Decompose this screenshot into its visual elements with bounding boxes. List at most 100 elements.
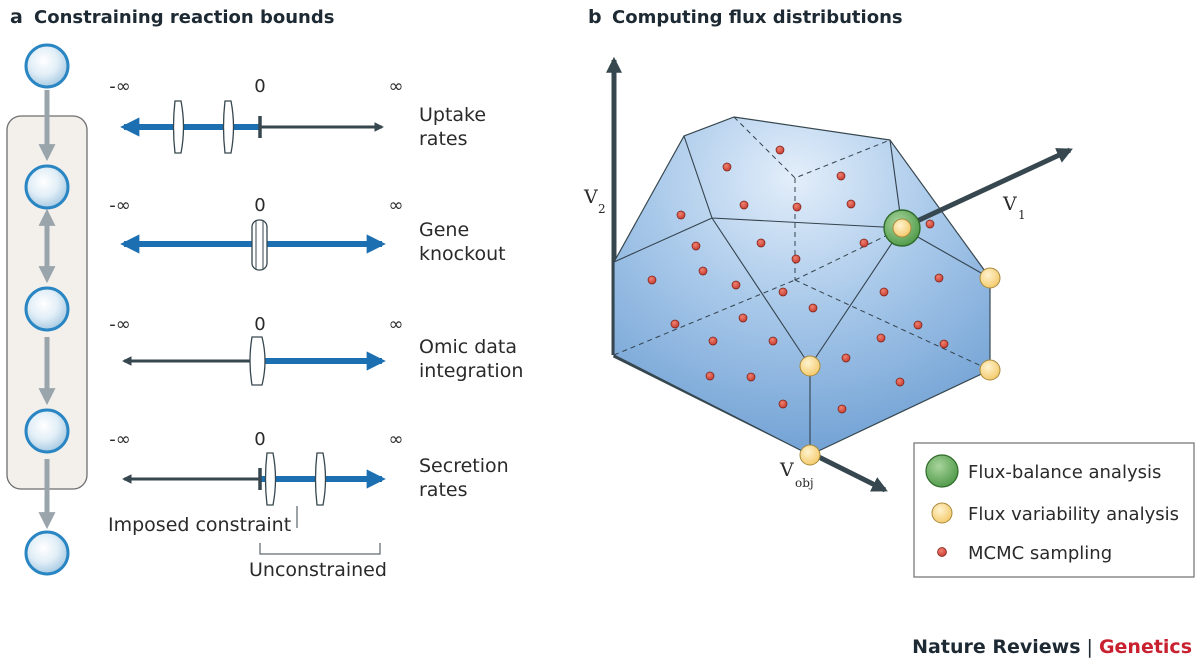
- legend-mcmc-swatch: [937, 547, 947, 557]
- fba-inner-fva-point: [892, 218, 912, 238]
- mcmc-point: [738, 313, 748, 323]
- mcmc-point: [925, 219, 935, 229]
- row-label-line2: rates: [419, 128, 468, 150]
- zero-label: 0: [254, 195, 265, 216]
- imposed-constraint-label: Imposed constraint: [108, 514, 291, 536]
- metabolite-nodes: [24, 43, 70, 576]
- legend-mcmc-label: MCMC sampling: [968, 543, 1112, 564]
- mcmc-point: [939, 339, 949, 349]
- mcmc-point: [836, 171, 846, 181]
- metabolite-node: [24, 408, 70, 454]
- fva-point: [979, 267, 1001, 289]
- panel-a-letter: a: [10, 6, 23, 28]
- row-label-line1: Gene: [419, 219, 469, 241]
- panel-b-letter: b: [588, 6, 602, 28]
- mcmc-point: [934, 273, 944, 283]
- mcmc-point: [879, 287, 889, 297]
- vobj-label: V: [779, 459, 794, 481]
- pos-infinity-label: ∞: [389, 314, 404, 335]
- legend-fva-swatch: [931, 502, 953, 524]
- vobj-subscript: obj: [795, 476, 814, 490]
- hidden-edge: [613, 279, 796, 356]
- metabolite-node: [24, 43, 70, 89]
- mcmc-point: [846, 199, 856, 209]
- front-edge: [613, 217, 713, 263]
- row-label-line1: Uptake: [419, 104, 486, 126]
- mcmc-point: [778, 399, 788, 409]
- zero-label: 0: [254, 314, 265, 335]
- mcmc-point: [708, 336, 718, 346]
- mcmc-point: [746, 372, 756, 382]
- panel-b: b Computing flux distributions: [583, 6, 1195, 578]
- row-label-line2: rates: [419, 479, 468, 501]
- credit-separator: |: [1087, 636, 1093, 658]
- mcmc-point: [691, 241, 701, 251]
- row-label-line2: knockout: [419, 243, 506, 265]
- mcmc-point: [876, 333, 886, 343]
- panel-a: a Constraining reaction bounds -∞ 0 ∞: [6, 6, 523, 581]
- omic-clamp: [249, 336, 266, 386]
- v1-axis-label: V 1: [1002, 193, 1026, 222]
- mcmc-point: [837, 404, 847, 414]
- row-label-line1: Omic data: [419, 336, 517, 358]
- flux-polytope: [613, 116, 991, 456]
- row-label-line1: Secretion: [419, 455, 509, 477]
- zero-label: 0: [254, 76, 265, 97]
- v1-axis: [900, 147, 1073, 231]
- hidden-edge: [733, 116, 891, 179]
- mcmc-point: [698, 266, 708, 276]
- mcmc-point: [731, 280, 741, 290]
- v2-label: V: [583, 186, 598, 208]
- mcmc-point: [913, 320, 923, 330]
- legend-fba-swatch: [925, 454, 959, 488]
- v2-axis-label: V 2: [583, 186, 606, 216]
- mcmc-point: [791, 254, 801, 264]
- pos-infinity-label: ∞: [389, 195, 404, 216]
- mcmc-samples: [647, 145, 949, 414]
- fba-optimum: [883, 209, 921, 247]
- metabolite-node: [24, 164, 70, 210]
- bound-row-secretion: -∞ 0 ∞ Secretion rates: [109, 429, 509, 506]
- metabolite-node: [24, 530, 70, 576]
- bound-row-uptake: -∞ 0 ∞ Uptake rates: [109, 76, 486, 154]
- mcmc-point: [895, 377, 905, 387]
- mcmc-point: [775, 145, 785, 155]
- journal-credit: Nature Reviews|Genetics: [912, 636, 1192, 658]
- mcmc-point: [859, 238, 869, 248]
- legend-fba-label: Flux-balance analysis: [968, 462, 1161, 483]
- mcmc-point: [768, 336, 778, 346]
- neg-infinity-label: -∞: [109, 314, 131, 335]
- mcmc-point: [808, 303, 818, 313]
- knockout-clamp: [251, 219, 268, 271]
- unconstrained-bracket: [259, 543, 381, 555]
- mcmc-point: [722, 162, 732, 172]
- zero-label: 0: [254, 429, 265, 450]
- pos-infinity-label: ∞: [389, 76, 404, 97]
- legend: Flux-balance analysis Flux variability a…: [913, 442, 1195, 578]
- mcmc-point: [670, 319, 680, 329]
- panel-a-title: Constraining reaction bounds: [34, 7, 334, 28]
- hidden-edge: [794, 227, 903, 281]
- mcmc-point: [756, 238, 766, 248]
- bound-clamp: [222, 100, 235, 154]
- fva-point: [799, 444, 821, 466]
- legend-box: [913, 442, 1195, 578]
- fva-point: [799, 355, 821, 377]
- bound-row-omic-data: -∞ 0 ∞ Omic data integration: [109, 314, 523, 386]
- mcmc-point: [792, 202, 802, 212]
- mcmc-point: [705, 371, 715, 381]
- neg-infinity-label: -∞: [109, 429, 131, 450]
- fva-point: [979, 359, 1001, 381]
- v1-label: V: [1002, 193, 1017, 215]
- v1-subscript: 1: [1018, 208, 1026, 222]
- v2-subscript: 2: [598, 202, 606, 216]
- fva-vertices: [799, 267, 1001, 466]
- mcmc-point: [647, 275, 657, 285]
- bound-clamp: [264, 452, 277, 506]
- mcmc-point: [841, 353, 851, 363]
- mcmc-point: [676, 210, 686, 220]
- row-label-line2: integration: [419, 360, 523, 382]
- bound-clamp: [314, 452, 327, 506]
- metabolite-node: [24, 286, 70, 332]
